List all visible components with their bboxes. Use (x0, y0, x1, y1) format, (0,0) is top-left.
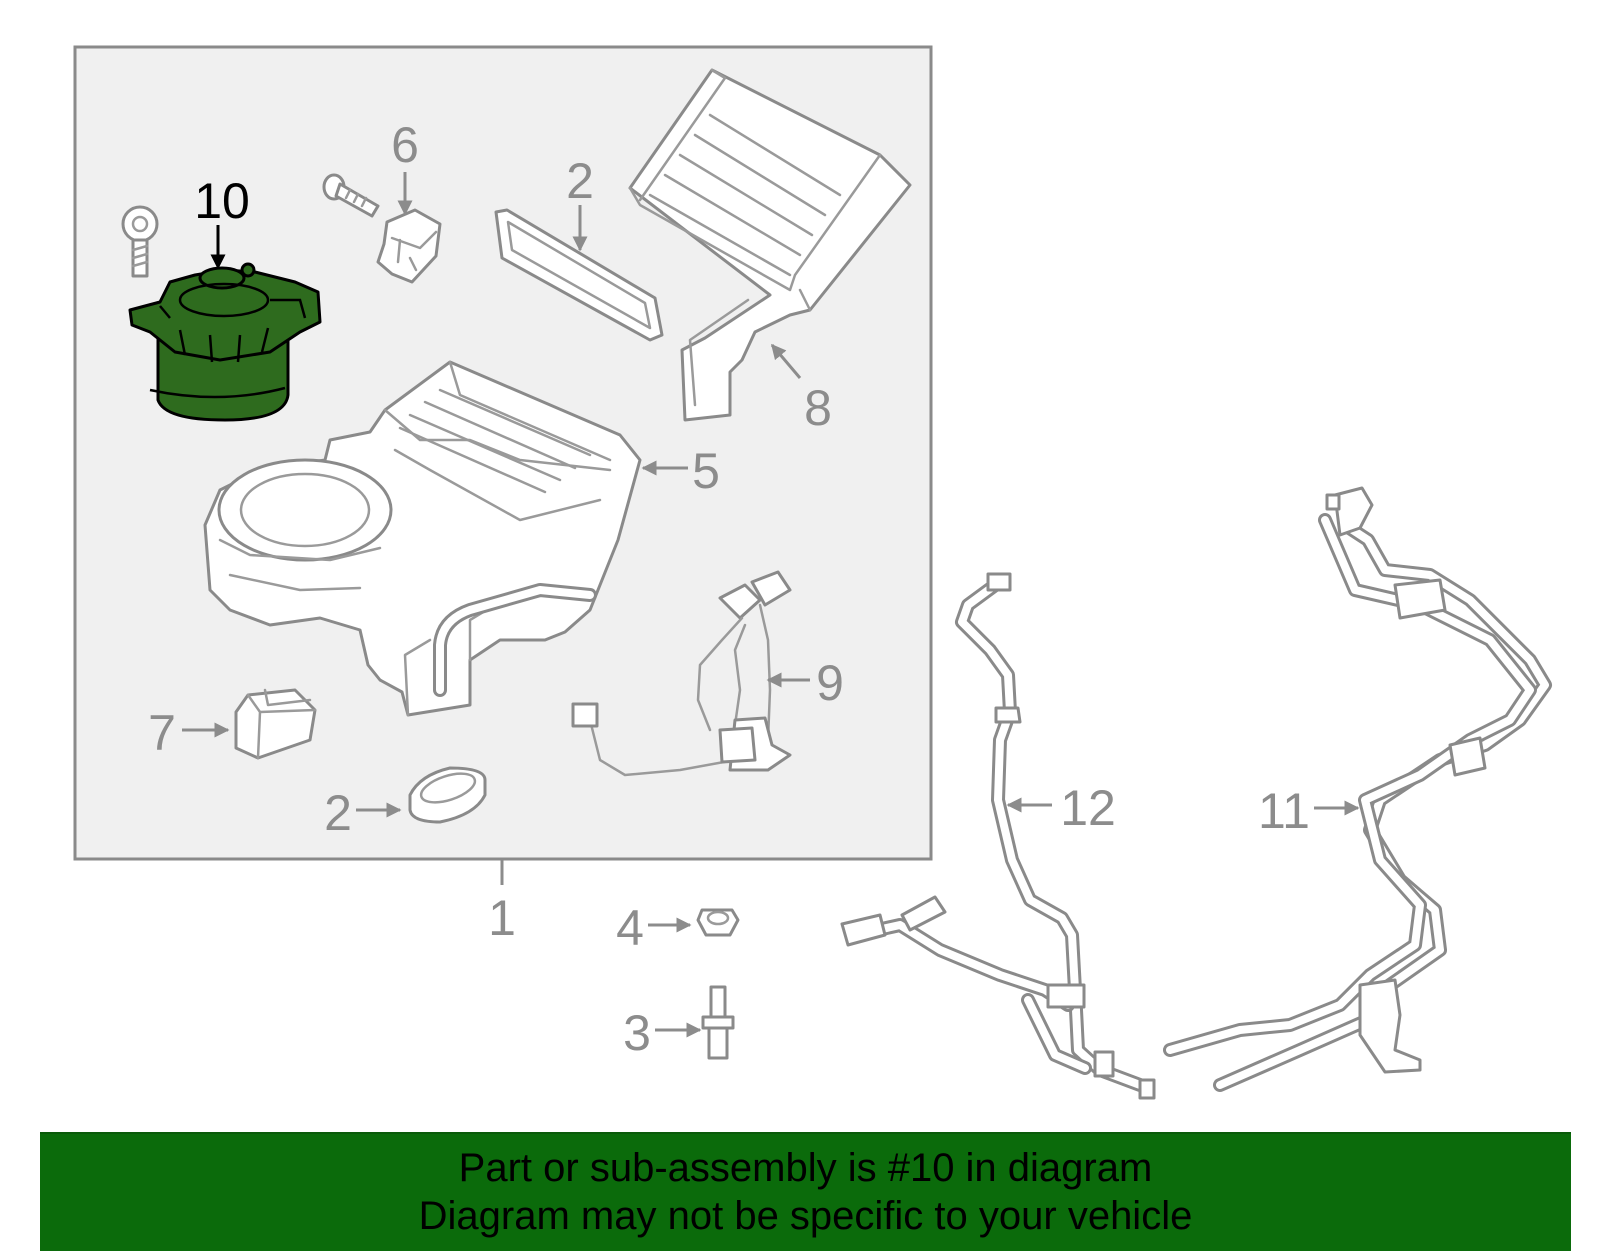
hvac-case-part[interactable] (203, 360, 642, 717)
callout-9: 9 (816, 655, 844, 711)
callout-7: 7 (148, 705, 176, 761)
blower-screw (121, 205, 159, 278)
blower-motor-part[interactable] (121, 205, 322, 422)
callout-2-top: 2 (566, 153, 594, 209)
callout-10: 10 (194, 173, 250, 229)
seal-part-top[interactable] (494, 208, 664, 342)
callout-3: 3 (623, 1005, 651, 1061)
heater-tubes-part[interactable] (1163, 486, 1552, 1092)
banner-disclaimer-line: Diagram may not be specific to your vehi… (418, 1194, 1193, 1238)
callout-2-bottom: 2 (324, 785, 352, 841)
parts-diagram: 10 6 2 8 5 9 7 2 1 4 3 12 11 (73, 45, 1552, 1100)
evaporator-core-part[interactable] (628, 68, 912, 422)
callout-12: 12 (1060, 780, 1116, 836)
stud-part[interactable] (701, 985, 735, 1060)
callout-4: 4 (616, 900, 644, 956)
banner-part-line: Part or sub-assembly is #10 in diagram (458, 1146, 1153, 1190)
info-banner: Part or sub-assembly is #10 in diagram D… (40, 1132, 1571, 1251)
nut-part[interactable] (696, 908, 740, 937)
callout-1: 1 (488, 890, 516, 946)
actuator-screw (322, 173, 380, 218)
actuator-part[interactable] (322, 173, 442, 284)
arrow-8 (770, 343, 802, 379)
callout-5: 5 (692, 443, 720, 499)
wiring-harness-part[interactable] (571, 570, 792, 777)
callout-labels: 10 6 2 8 5 9 7 2 1 4 3 12 11 (148, 117, 1310, 1061)
leader-arrows (182, 172, 1360, 1038)
callout-6: 6 (391, 117, 419, 173)
callout-8: 8 (804, 380, 832, 436)
heater-hose-part[interactable] (840, 572, 1156, 1100)
callout-11: 11 (1258, 783, 1310, 839)
resistor-part[interactable] (234, 688, 317, 760)
seal-part-bottom[interactable] (408, 766, 487, 824)
